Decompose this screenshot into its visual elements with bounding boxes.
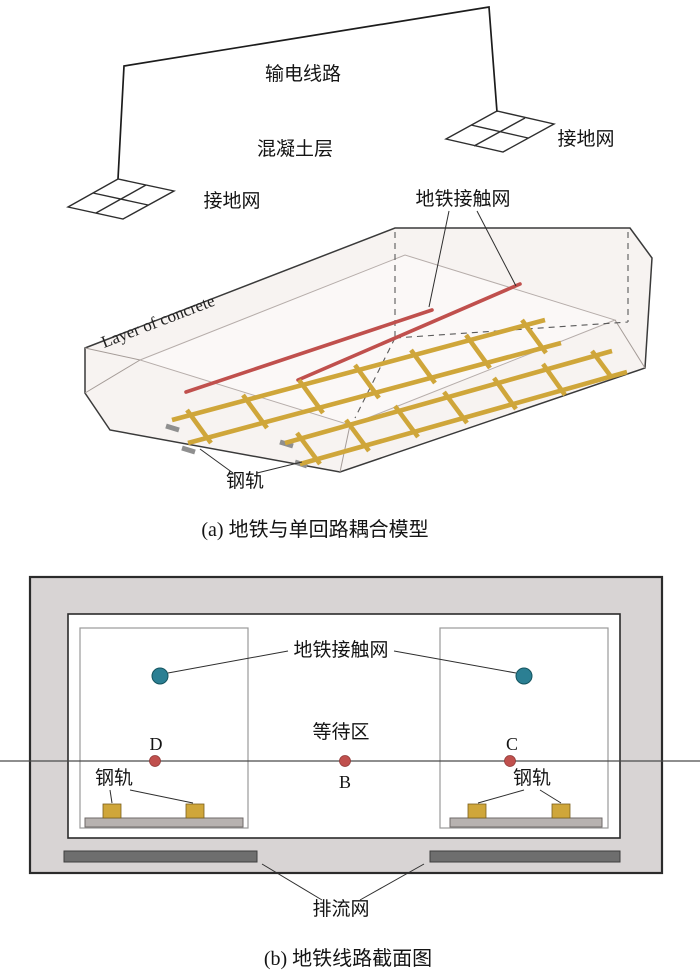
point-label-c: C xyxy=(506,734,518,754)
concrete-layer-label: 混凝土层 xyxy=(257,138,333,160)
pointer-line xyxy=(476,210,517,287)
catenary-label-a: 地铁接触网 xyxy=(415,188,510,210)
panel-a: 输电线路 混凝土层 接地网 接地网 地铁接触网 Layer of concret… xyxy=(66,6,653,541)
contact-wire-dots xyxy=(151,667,533,685)
pointer-line xyxy=(261,863,323,901)
catenary-wire-2 xyxy=(296,282,522,382)
rail-block-left-1 xyxy=(102,803,122,819)
pointer-line xyxy=(199,448,234,474)
pointer-line xyxy=(167,650,289,674)
rails-label-a: 钢轨 xyxy=(226,470,264,492)
hidden-edges xyxy=(354,232,629,419)
drainage-net-bar-right xyxy=(429,850,621,863)
pointer-line xyxy=(256,461,303,474)
rail-sleeper xyxy=(185,408,213,445)
pointer-line xyxy=(428,210,450,308)
rail-track-1 xyxy=(171,317,562,446)
ground-grid-right xyxy=(444,110,556,153)
pointer-line xyxy=(359,863,425,901)
catenary-wires xyxy=(184,282,522,394)
pointer-line xyxy=(393,650,517,674)
drainage-label: 排流网 xyxy=(312,898,369,920)
measure-point-d xyxy=(149,755,161,767)
track-bed-left xyxy=(84,817,244,828)
rail-block-right-2 xyxy=(551,803,571,819)
panel-b: 地铁接触网 等待区 D B C 钢轨 钢轨 排流网 (b) 地铁线路截面图 xyxy=(0,575,700,970)
rail-sleeper xyxy=(409,348,437,385)
rail-sleeper xyxy=(393,404,420,439)
ground-grid-left-label: 接地网 xyxy=(203,190,260,212)
rail-tracks xyxy=(171,317,628,467)
rail-sleeper xyxy=(541,362,567,397)
rail-sleeper xyxy=(492,376,518,411)
transmission-wire xyxy=(117,6,498,180)
rail-block-left-2 xyxy=(185,803,205,819)
track-bed-right xyxy=(449,817,603,828)
rail-sleeper xyxy=(590,349,614,380)
rail-track-2 xyxy=(284,348,628,467)
rail-sleeper xyxy=(297,378,325,415)
rails-label-right: 钢轨 xyxy=(513,767,551,789)
pointer-line xyxy=(539,789,562,804)
catenary-wire-1 xyxy=(184,308,434,394)
slab-rim-edges xyxy=(84,319,646,473)
track-bay-right xyxy=(439,627,609,829)
sleeper-shadow xyxy=(181,445,196,455)
ground-grid-right-label: 接地网 xyxy=(557,128,614,150)
point-label-b: B xyxy=(339,772,351,792)
measure-point-b xyxy=(339,755,351,767)
point-label-d: D xyxy=(150,734,163,754)
pointer-lines-a xyxy=(199,210,517,474)
caption-a: (a) 地铁与单回路耦合模型 xyxy=(201,518,428,541)
ground-grid-left xyxy=(66,178,176,220)
pointer-lines-b xyxy=(109,650,562,901)
measure-point-c xyxy=(504,755,516,767)
sleeper-shadow xyxy=(165,423,180,433)
rail-sleeper xyxy=(344,418,371,453)
measurement-points xyxy=(149,755,516,767)
rail-blocks xyxy=(102,803,571,819)
rail-sleeper xyxy=(241,393,269,430)
rail-sleeper xyxy=(520,318,548,355)
contact-wire-dot-left xyxy=(151,667,169,685)
rail-sleeper xyxy=(464,333,492,370)
transmission-line-label: 输电线路 xyxy=(265,63,341,85)
waiting-area-label: 等待区 xyxy=(312,721,369,743)
pointer-line xyxy=(109,789,113,804)
rail-sleeper xyxy=(442,390,469,425)
drainage-net-bar-left xyxy=(63,850,258,863)
rail-block-right-1 xyxy=(467,803,487,819)
contact-wire-dot-right xyxy=(515,667,533,685)
rail-sleeper xyxy=(295,431,322,466)
drainage-net-bars xyxy=(63,850,621,863)
rails-label-left: 钢轨 xyxy=(95,767,133,789)
pointer-line xyxy=(129,789,194,804)
caption-b: (b) 地铁线路截面图 xyxy=(264,947,432,970)
catenary-label-b: 地铁接触网 xyxy=(293,639,388,661)
pointer-line xyxy=(477,789,525,804)
rail-sleeper xyxy=(353,363,381,400)
track-bay-left xyxy=(79,627,249,829)
